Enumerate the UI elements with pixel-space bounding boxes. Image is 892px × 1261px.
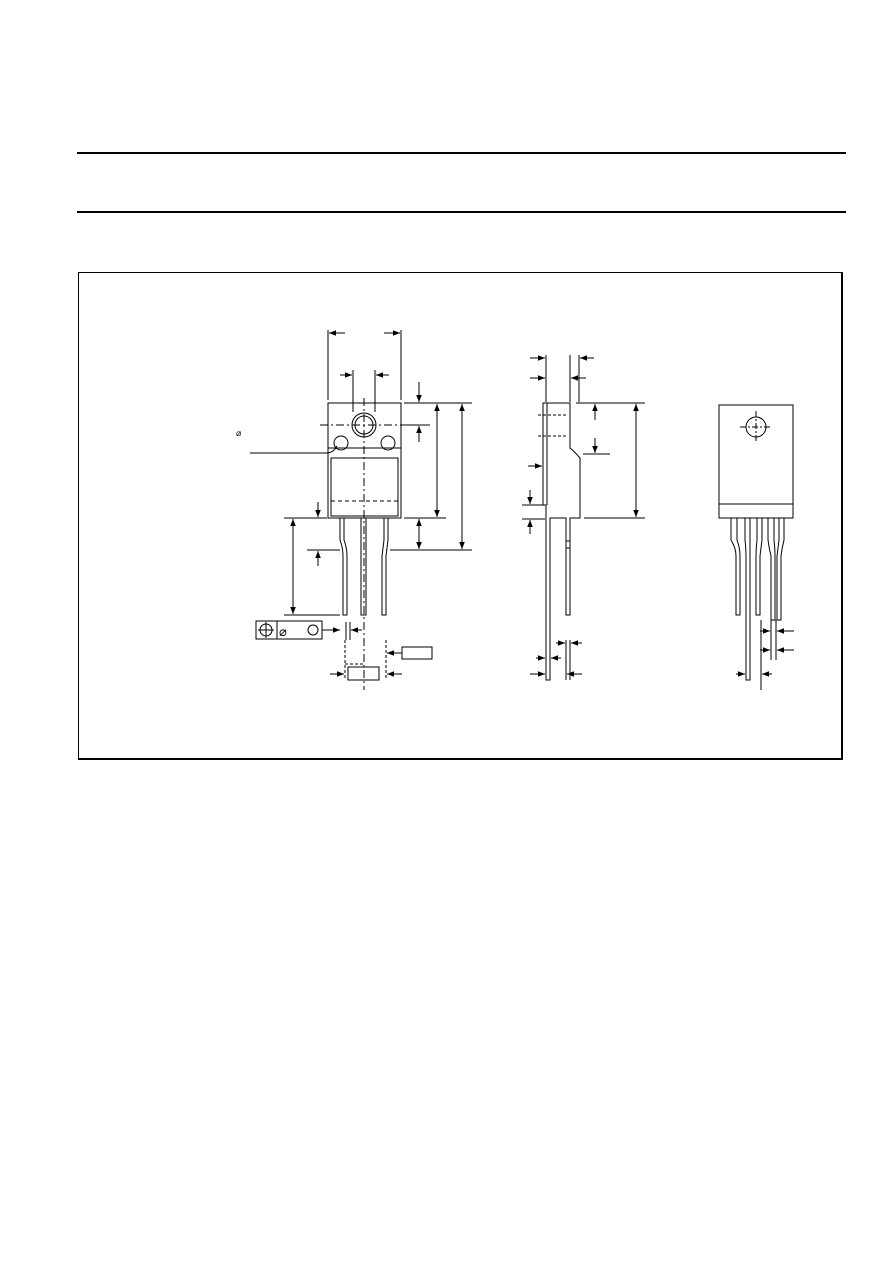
front-view — [250, 330, 472, 690]
back-view — [718, 404, 794, 690]
front-lead-middle — [360, 518, 367, 616]
right-pin-hole — [380, 435, 396, 451]
back-lead-4 — [767, 518, 776, 621]
datum-circle — [307, 624, 319, 636]
left-pin-hole — [333, 435, 349, 451]
header-bottom-rule — [77, 211, 846, 213]
back-lead-3 — [755, 518, 763, 616]
hole-leader — [250, 445, 338, 454]
front-lead-left — [339, 518, 348, 616]
front-lead-right — [381, 518, 389, 616]
pitch-box — [347, 666, 380, 681]
back-body — [718, 404, 794, 519]
back-lead-2 — [744, 518, 751, 681]
reference-box — [401, 646, 433, 660]
back-lead-5 — [776, 518, 785, 621]
tolerance-diameter-symbol: ⌀ — [279, 625, 287, 640]
outline-drawing-frame — [78, 272, 843, 760]
side-body — [542, 402, 581, 681]
hole-diameter-symbol: ⌀ — [236, 429, 242, 439]
side-view — [522, 355, 645, 681]
back-lead-1 — [730, 518, 741, 616]
header-top-rule — [77, 152, 846, 154]
